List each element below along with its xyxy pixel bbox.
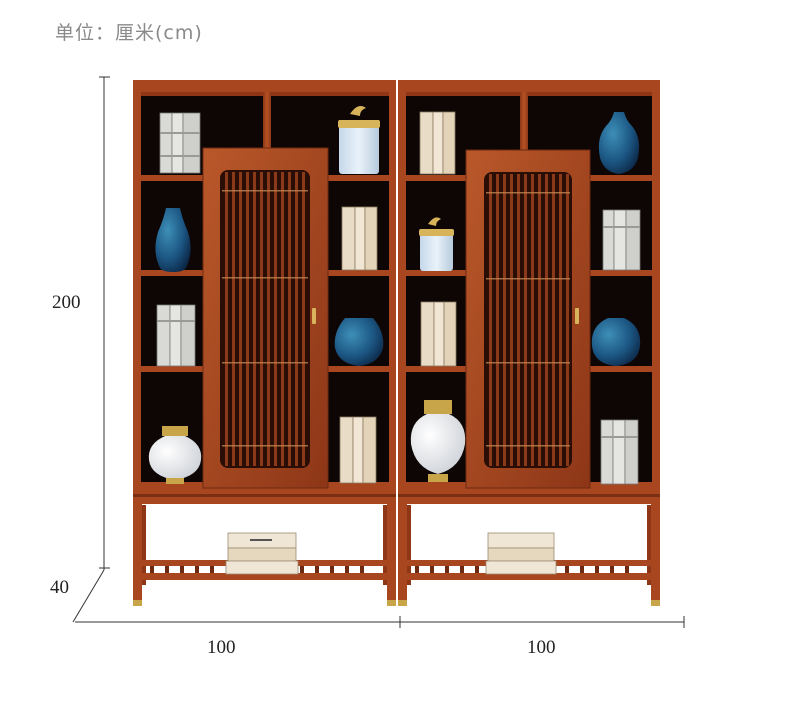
left-blue-bowl [334, 318, 384, 366]
left-bookcase [133, 80, 396, 606]
left-door-slats [225, 172, 305, 466]
left-books-low [156, 304, 196, 367]
unit-label: 单位：厘米(cm) [55, 22, 203, 44]
left-white-vase [148, 426, 202, 484]
right-door-handle [575, 308, 579, 324]
left-books-top [159, 112, 201, 174]
depth-dimension-label: 40 [50, 577, 69, 598]
right-blue-vase-top [598, 112, 640, 174]
right-boxes-base [485, 532, 557, 575]
height-dimension-label: 200 [52, 292, 81, 313]
right-blue-bowl [591, 318, 641, 366]
width-dimension-label-left: 100 [207, 637, 236, 658]
width-dimension-label-right: 100 [527, 637, 556, 658]
left-books-mid [341, 206, 378, 271]
right-door-slats [489, 174, 569, 466]
left-jar-top [338, 106, 380, 174]
right-books-bottom [600, 419, 639, 485]
left-door-handle [312, 308, 316, 324]
right-jar-mid [419, 217, 454, 271]
left-books-bottom [339, 416, 377, 484]
right-bookcase [398, 80, 660, 606]
right-books-top [419, 111, 456, 175]
left-boxes-base [225, 532, 299, 575]
right-books-low [420, 301, 457, 367]
right-white-vase [410, 400, 466, 482]
right-books-mid [602, 209, 641, 271]
dimension-lines [72, 76, 685, 628]
left-blue-vase-mid [155, 208, 191, 272]
